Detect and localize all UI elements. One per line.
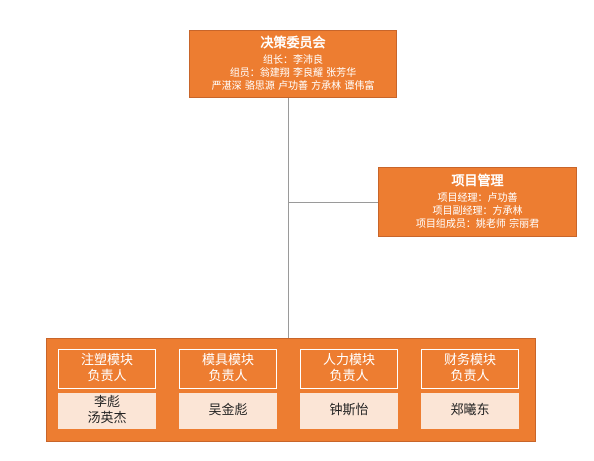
person-name: 钟斯怡 [329,403,369,418]
module-header-finance: 财务模块 负责人 [421,349,519,389]
module-role: 负责人 [329,369,369,384]
module-people-mold: 吴金彪 [179,393,277,429]
module-name: 注塑模块 [80,353,133,368]
module-header-injection: 注塑模块 负责人 [58,349,156,389]
project-title: 项目管理 [451,173,504,189]
module-name: 人力模块 [322,353,375,368]
module-people-injection: 李彪 汤英杰 [58,393,156,429]
project-manager: 项目经理：卢功善 [437,192,518,204]
person-name: 吴金彪 [208,403,248,418]
modules-container: 注塑模块 负责人 李彪 汤英杰 模具模块 负责人 吴金彪 人力模块 负责人 钟斯… [46,338,536,442]
project-deputy-manager: 项目副经理：方承林 [432,205,523,217]
person-name: 李彪 [93,395,120,410]
committee-box: 决策委员会 组长：李沛良 组员：翁建翔 李良耀 张芳华 严湛深 骆思源 卢功善 … [189,30,397,98]
project-management-box: 项目管理 项目经理：卢功善 项目副经理：方承林 项目组成员：姚老师 宗丽君 [378,167,577,237]
committee-leader: 组长：李沛良 [263,54,323,66]
connector-vertical [288,98,289,338]
committee-members-line2: 严湛深 骆思源 卢功善 方承林 谭伟富 [211,80,375,92]
module-header-hr: 人力模块 负责人 [300,349,398,389]
module-name: 模具模块 [201,353,254,368]
module-header-mold: 模具模块 负责人 [179,349,277,389]
connector-horizontal [288,202,378,203]
module-role: 负责人 [87,369,127,384]
module-people-finance: 郑曦东 [421,393,519,429]
module-role: 负责人 [450,369,490,384]
project-team-members: 项目组成员：姚老师 宗丽君 [415,218,540,230]
committee-title: 决策委员会 [260,35,326,51]
person-name: 郑曦东 [450,403,490,418]
person-name: 汤英杰 [87,411,127,426]
module-role: 负责人 [208,369,248,384]
module-people-hr: 钟斯怡 [300,393,398,429]
committee-members-line1: 组员：翁建翔 李良耀 张芳华 [229,67,357,79]
module-name: 财务模块 [443,353,496,368]
